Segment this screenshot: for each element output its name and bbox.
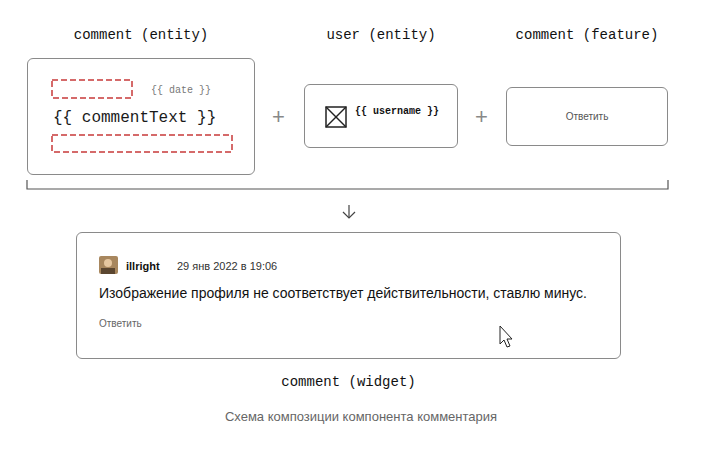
feature-box: comment (feature)Ответить <box>506 87 668 146</box>
caption: Схема композиции компонента комментария <box>0 409 722 424</box>
widget-box: illright 29 янв 2022 в 19:06Изображение п… <box>76 232 621 359</box>
reply-button: Ответить <box>507 111 667 123</box>
component-heading: comment (entity) <box>28 27 254 44</box>
template-field: {{ username }} <box>355 106 439 118</box>
reply-button: Ответить <box>99 318 142 330</box>
placeholder-line <box>52 80 132 98</box>
component-heading: comment (feature) <box>507 27 667 44</box>
avatar-image <box>99 256 118 274</box>
entity-box: comment (entity){{ date }}{{ commentText… <box>27 58 255 175</box>
down-arrow <box>343 205 355 218</box>
template-field: {{ date }} <box>151 85 211 97</box>
avatar-icon <box>326 107 346 127</box>
plus-sign: + <box>272 104 285 130</box>
component-heading: comment (widget) <box>77 374 620 391</box>
group-bracket <box>27 180 668 189</box>
entity-box: user (entity){{ username }} <box>304 84 458 148</box>
template-field: {{ commentText }} <box>53 109 216 128</box>
placeholder-line <box>52 135 232 152</box>
username: illright <box>126 260 160 273</box>
component-heading: user (entity) <box>305 27 457 44</box>
comment-text: Изображение профиля не соответствует дей… <box>99 285 587 302</box>
mouse-cursor <box>500 326 512 347</box>
plus-sign: + <box>475 104 488 130</box>
comment-date: 29 янв 2022 в 19:06 <box>177 260 277 273</box>
